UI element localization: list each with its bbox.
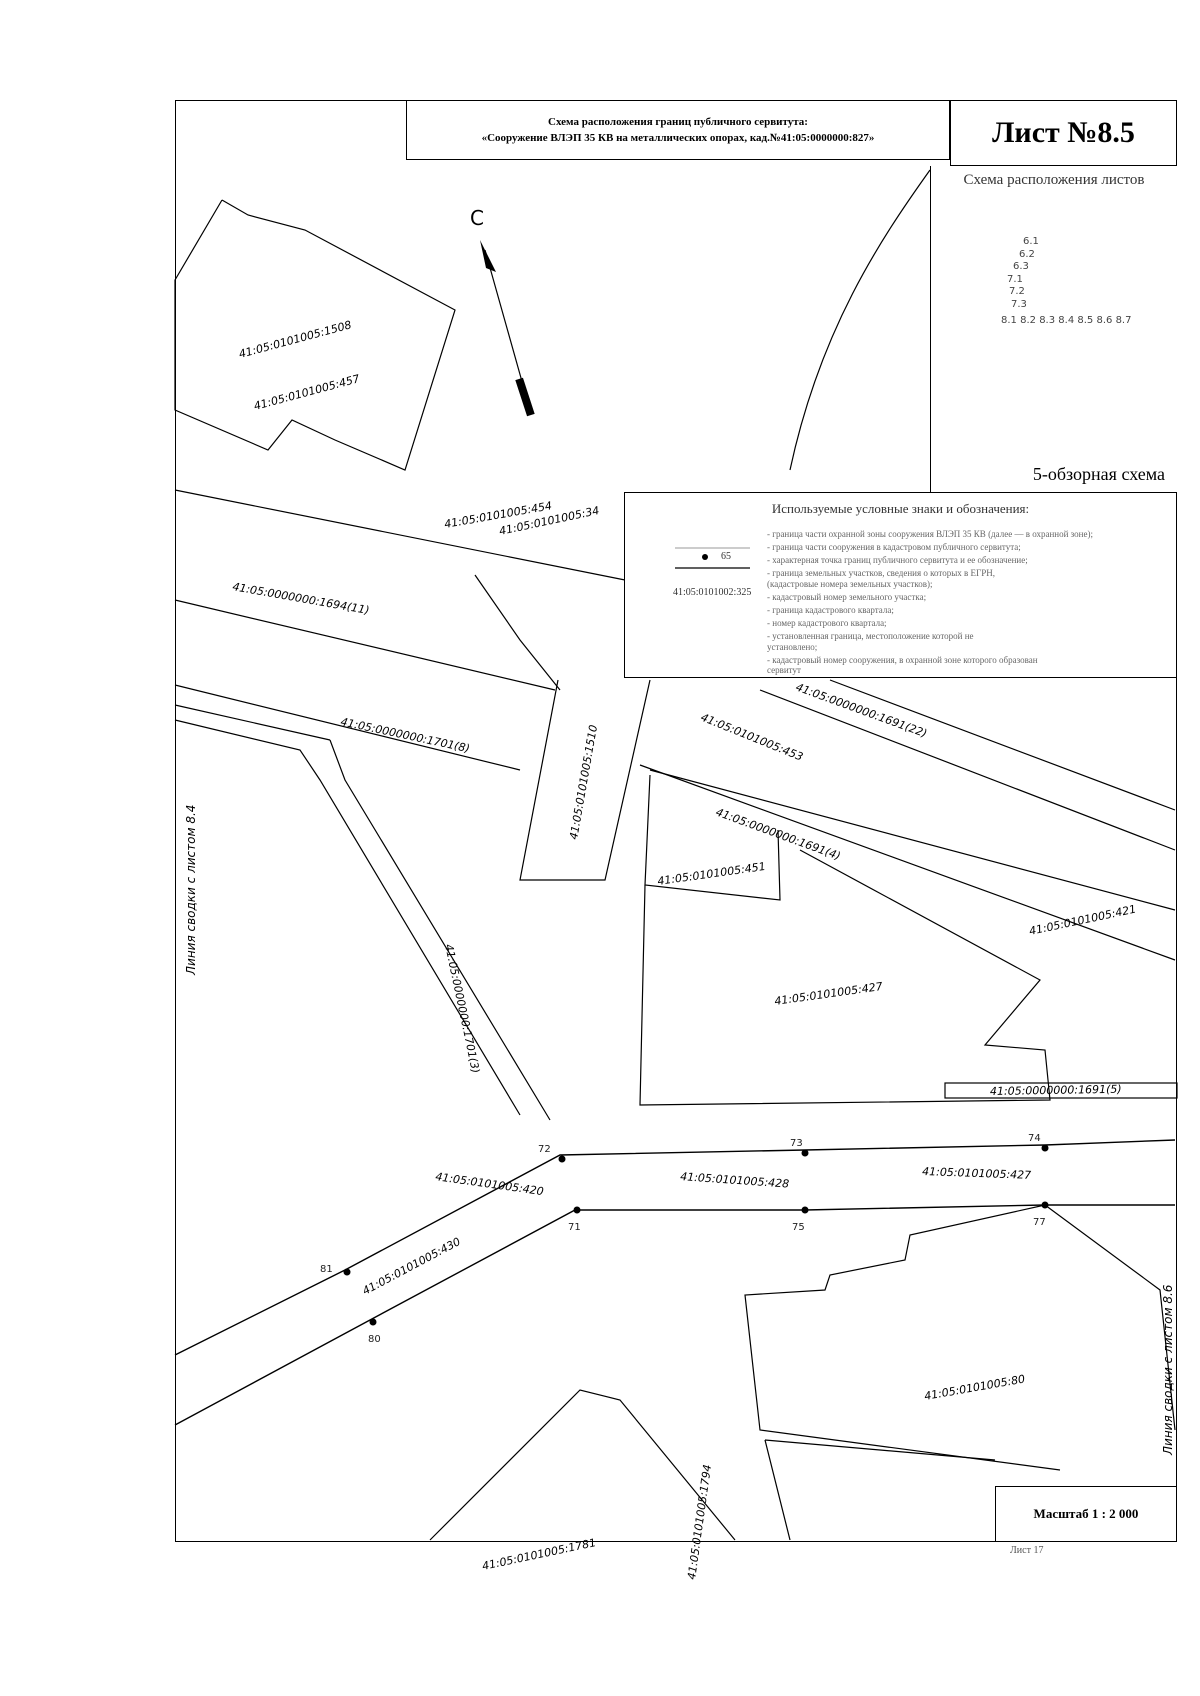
legend-row: - номер кадастрового квартала; <box>767 618 887 628</box>
parcel-boundary <box>329 739 551 1121</box>
servitude-boundary <box>174 1139 1176 1356</box>
point-label: 75 <box>792 1222 805 1233</box>
legend-row: - граница кадастрового квартала; <box>767 605 894 615</box>
parcel-boundary <box>649 769 1176 911</box>
parcel-boundary <box>474 574 561 691</box>
point-label: 73 <box>790 1138 803 1149</box>
overview-panel: Схема расположения листов 6.1 6.2 6.3 7.… <box>930 166 1177 494</box>
servitude-point <box>343 1268 351 1276</box>
parcel-boundary <box>764 1439 996 1461</box>
parcel-boundary <box>744 1204 1061 1471</box>
point-label: 80 <box>368 1334 381 1345</box>
legend-row: - граница части сооружения в кадастровом… <box>767 542 1021 552</box>
servitude-point <box>801 1206 809 1214</box>
title-line-2: «Сооружение ВЛЭП 35 КВ на металлических … <box>481 132 875 144</box>
parcel-boundary <box>429 1389 736 1541</box>
parcel-boundary <box>639 849 1051 1106</box>
servitude-point <box>558 1155 566 1163</box>
parcel-boundary <box>519 679 651 881</box>
parcel-boundary <box>829 679 1176 811</box>
legend-symbols <box>675 547 750 569</box>
legend-row: сервитут <box>767 665 801 675</box>
parcel-boundary <box>174 599 556 691</box>
parcel-boundary <box>789 169 931 471</box>
parcel-boundary <box>174 684 521 771</box>
servitude-point <box>1041 1144 1049 1152</box>
legend-row: (кадастровые номера земельных участков); <box>767 579 933 589</box>
side-label-left: Линия сводки с листом 8.4 <box>184 805 198 976</box>
parcel-boundary <box>764 1439 791 1541</box>
parcel-boundary <box>639 764 1176 961</box>
legend-title: Используемые условные знаки и обозначени… <box>771 501 1030 516</box>
servitude-point <box>573 1206 581 1214</box>
servitude-point <box>801 1149 809 1157</box>
title-block: Схема расположения границ публичного сер… <box>406 100 950 160</box>
parcel-boundary <box>644 774 781 901</box>
legend-row: - кадастровый номер сооружения, в охранн… <box>767 655 1038 665</box>
legend-parcel-symbol: 41:05:0101002:325 <box>673 587 752 598</box>
legend-row: - граница части охранной зоны сооружения… <box>767 529 1093 539</box>
point-label: 77 <box>1033 1217 1046 1228</box>
overview-sheets: 6.1 6.2 6.3 7.1 7.2 7.3 8.1 8.2 8.3 8.4 … <box>1001 236 1132 326</box>
overview-caption: 5-обзорная схема <box>1032 464 1165 484</box>
point-label: 72 <box>538 1144 551 1155</box>
legend-row: - граница земельных участков, сведения о… <box>767 568 995 578</box>
north-label: С <box>470 206 484 230</box>
legend-point-symbol: 65 <box>721 551 731 562</box>
point-label: 81 <box>320 1264 333 1275</box>
legend-row: - установленная граница, местоположение … <box>767 631 974 641</box>
parcel-boundary <box>759 689 1176 851</box>
page-number: Лист 17 <box>1010 1545 1044 1556</box>
scale-label: Масштаб 1 : 2 000 <box>995 1486 1177 1542</box>
point-label: 74 <box>1028 1133 1041 1144</box>
side-label-right: Линия сводки с листом 8.6 <box>1161 1284 1175 1456</box>
parcel-label: 41:05:0000000:1691(5) <box>990 1083 1122 1098</box>
parcel-boundary <box>944 1082 1178 1099</box>
parcel-boundary <box>174 704 331 741</box>
legend-panel: Используемые условные знаки и обозначени… <box>624 492 1177 678</box>
parcel-label: 41:05:0101005:427 <box>922 1165 1031 1182</box>
point-label: 71 <box>568 1222 581 1233</box>
parcel-boundary <box>1044 1204 1176 1431</box>
servitude-points <box>343 1144 1049 1326</box>
legend-row: установлено; <box>767 642 818 652</box>
parcel-boundary <box>174 719 521 1116</box>
servitude-boundary <box>174 1204 1175 1426</box>
sheet-number: Лист №8.5 <box>950 100 1177 166</box>
legend-row: - кадастровый номер земельного участка; <box>767 592 927 602</box>
servitude-point <box>369 1318 377 1326</box>
parcel-boundary <box>174 489 626 581</box>
title-line-1: Схема расположения границ публичного сер… <box>548 115 808 128</box>
overview-title: Схема расположения листов <box>963 172 1145 188</box>
north-arrow: С <box>470 206 535 417</box>
legend-row: - характерная точка границ публичного се… <box>767 555 1028 565</box>
servitude-point <box>1041 1201 1049 1209</box>
